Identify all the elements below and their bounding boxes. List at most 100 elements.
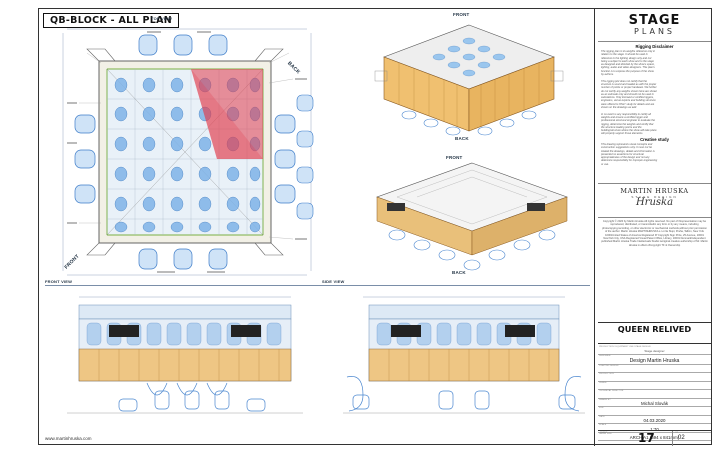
disclaimer-line: building/structure where the show will t… — [601, 129, 657, 133]
title-field: FILE — [598, 407, 711, 416]
iso-bottom-front-label: FRONT — [446, 155, 463, 160]
copyright-line: Registered Visual Patent Office, Library… — [626, 237, 692, 241]
creative-heading: Creative study — [640, 137, 669, 142]
title-field: PRODUCTION — [598, 373, 711, 382]
top-view-plan — [62, 28, 314, 276]
title-field-value: Stage designer — [644, 349, 665, 353]
disclaimer-heading: Rigging Disclaimer — [635, 44, 674, 49]
brand-line1: STAGE — [628, 13, 681, 28]
copyright-line: United States of America — [612, 233, 641, 237]
disclaimer-line: the structure loading points and the — [601, 125, 642, 129]
creative-line: This drawing represents visual concepts … — [601, 143, 653, 146]
copyright-line: Copyright TF & Ownership — [649, 243, 681, 247]
top-view-label: TOP VIEW — [151, 16, 173, 21]
title-field-value: 04.03.2020 — [643, 418, 666, 423]
section-divider — [45, 285, 590, 286]
disclaimer-line: reference to the lighting design only an… — [601, 56, 652, 60]
title-field-value: ARCH A1 (594 x 841mm) — [629, 435, 680, 440]
disclaimer-line: lighting, audio and video designers. Thi… — [601, 66, 655, 70]
iso-top-back-label: BACK — [455, 136, 469, 141]
creative-line: presented no assertions for structural — [601, 152, 644, 156]
title-field: SCALE 1:70 — [598, 424, 711, 433]
disclaimer-line: rigging, determine the weights and certi… — [601, 122, 654, 126]
disclaimer-line: structure is sound and loaded as with th… — [601, 82, 657, 86]
creative-line: or use. — [601, 162, 609, 166]
side-view-elevation — [343, 296, 585, 414]
title-field: LIGHTING DESIGN — [598, 364, 711, 373]
front-view-label: FRONT VIEW — [45, 279, 73, 284]
sheet-number: 17 — [638, 431, 655, 445]
title-field-label: LIGHTING DESIGN — [599, 364, 619, 367]
footer-website: www.martinhruska.com — [45, 436, 92, 441]
creative-line: determine responsibility for improper en… — [601, 159, 658, 163]
creative-text: This drawing represents visual concepts … — [601, 143, 708, 166]
title-field: TECHNICAL DIRECTOR — [598, 390, 711, 399]
creative-line: appropriateness of the design and not an… — [601, 156, 650, 160]
rule — [598, 41, 711, 42]
copyright-line: Registered IP Copyright Sign Prize, 25 A… — [603, 233, 704, 241]
disclaimer-line: weights and ensure a certified rigger an… — [601, 115, 648, 119]
disclaimer-line: relation to the stage. It should be used… — [601, 53, 648, 57]
drawing-sheet: QB-BLOCK - ALL PLAN TOP VIEW — [38, 8, 713, 446]
logo-subtitle: STAGE DESIGN — [631, 195, 678, 199]
title-field-label: DRAWN BY — [599, 398, 611, 401]
front-view-elevation — [67, 296, 303, 414]
disclaimer-line: number of points or proper hardware. We … — [601, 86, 657, 90]
disclaimer-text: The rigging plan in its weights referenc… — [601, 50, 708, 136]
copyright-line: presentation may be reproduced, distribu… — [610, 220, 707, 227]
brand-line2: PLANS — [634, 27, 675, 36]
copyright-line: Independent published Martin Hruska Trad… — [601, 237, 706, 244]
iso-bottom-back-label: BACK — [452, 270, 466, 275]
disclaimer-line: do not certify any weights shown here ar… — [601, 89, 658, 93]
disclaimer-line: This rigging plot does not certify that … — [601, 79, 647, 83]
title-field-value: 1:70 — [650, 426, 659, 432]
title-field-label: TECHNICAL DIRECTOR — [599, 390, 624, 392]
title-field-label: DESIGNER — [599, 354, 611, 357]
disclaimer-line: function is to express the purpose of th… — [601, 69, 654, 73]
title-field-label: SCALE — [599, 424, 607, 426]
title-field-value: Michal Slovák — [640, 401, 669, 406]
copyright-line: York City, USA — [608, 237, 626, 241]
rule — [598, 217, 711, 218]
rule — [598, 183, 711, 184]
designer-logo: MARTIN HRUSKA STAGE DESIGN Hruska — [603, 187, 706, 213]
disclaimer-line: as an estimate only and should not be us… — [601, 92, 654, 96]
isometric-view-lower — [376, 162, 568, 271]
copyright-text: Copyright © 2020 by Martin Hruska All ri… — [601, 220, 708, 247]
copyright-line: in any form or by any means, including p… — [602, 223, 699, 230]
title-field-label: VENUE — [599, 381, 607, 384]
copyright-line: original creative authorship of Mr. Mart… — [628, 240, 708, 247]
sheet-total-label: OF — [675, 432, 679, 434]
copyright-line: All rights reserved. No part of this — [644, 220, 683, 223]
title-field: DESIGNER Design Martin Hruska — [598, 355, 711, 365]
copyright-line: Na Slupi, Praha, Tallinn, New York 10001 — [605, 230, 704, 237]
title-field: DATE 04.03.2020 — [598, 415, 711, 424]
disclaimer-line: professional structural engineer to eval… — [601, 119, 655, 123]
title-field: VENUE — [598, 381, 711, 390]
isometric-view-upper — [374, 24, 564, 136]
logo-signature: Hruska — [635, 197, 674, 208]
title-field: PAPER SIZE ARCH A1 (594 x 841mm) — [598, 432, 711, 441]
title-field-label: PAPER SIZE — [599, 432, 612, 435]
disclaimer-line: shown on the drawings as well. — [601, 106, 637, 110]
side-view-label: SIDE VIEW — [322, 279, 345, 284]
creative-line: treated the drawings, details and inform… — [601, 149, 655, 153]
title-field: DRAWN BY Michal Slovák — [598, 398, 711, 407]
title-field-label: DATE — [599, 415, 605, 418]
copyright-line: without prior permission of the author. — [605, 226, 707, 234]
title-field-value: Design Martin Hruska — [629, 357, 680, 364]
sheet-number-box: SHEET 17 OF 02 — [598, 430, 711, 446]
copyright-line: Copyright © 2020 by Martin Hruska — [602, 220, 644, 223]
sheet-total: 02 — [678, 435, 685, 441]
divider — [672, 431, 673, 446]
copyright-line: recording, or other electronic or mechan… — [618, 226, 680, 230]
copyright-line: Martin Hruska MARTINHRUSKA s.r.o. — [620, 230, 665, 234]
disclaimer-line: The rigging plan in its weights referenc… — [601, 50, 656, 53]
title-block: STAGE PLANS Rigging Disclaimer The riggi… — [594, 9, 713, 446]
title-field-label: PRODUCTION / EQUIPMENT USE STAGE DESIGN — [599, 346, 651, 348]
stage-plans-brand: STAGE PLANS — [595, 14, 714, 36]
iso-top-front-label: FRONT — [453, 12, 470, 17]
disclaimer-line: will properly support those elements. — [601, 132, 644, 136]
